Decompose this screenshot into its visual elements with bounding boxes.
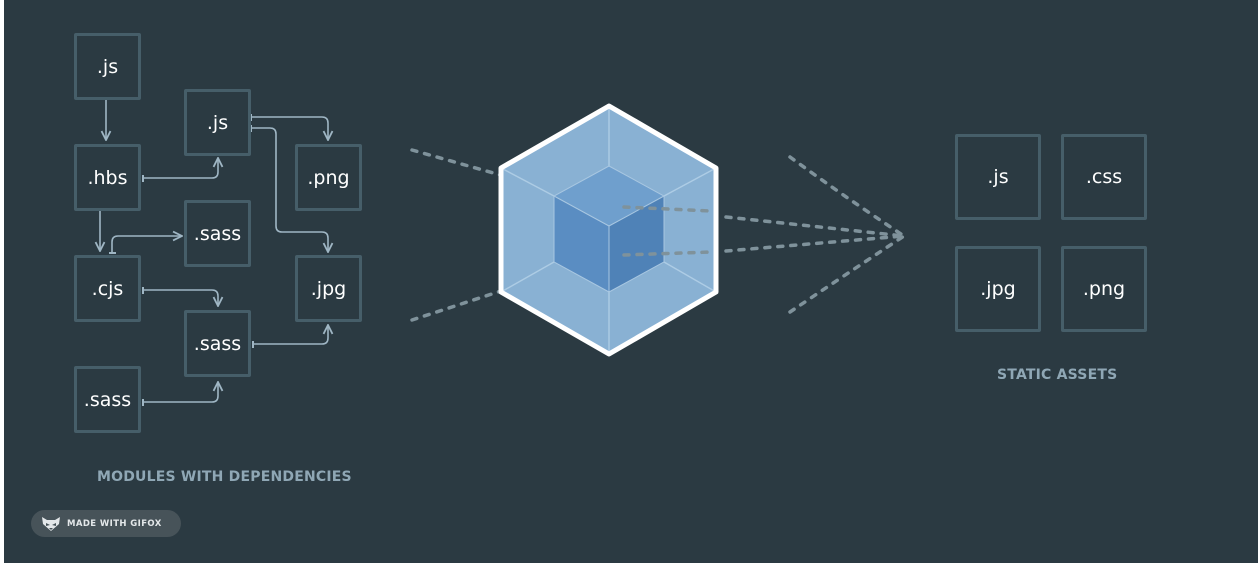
- gifox-badge[interactable]: MADE WITH GIFOX: [31, 510, 181, 537]
- arrow-cjs-to-sass: [111, 236, 182, 254]
- arrow-cjs-to-sass-low: [144, 289, 218, 306]
- module-cjs: .cjs: [74, 255, 141, 322]
- arrow-hbs-to-js: [144, 158, 218, 179]
- module-js-mid: .js: [184, 89, 251, 156]
- asset-png: .png: [1061, 246, 1147, 332]
- flow-lines-in: [410, 148, 506, 322]
- flow-lines-out: [724, 155, 906, 314]
- module-js-top: .js: [74, 33, 141, 100]
- module-jpg: .jpg: [295, 255, 362, 322]
- module-hbs: .hbs: [74, 144, 141, 211]
- module-png: .png: [295, 144, 362, 211]
- asset-js: .js: [955, 134, 1041, 220]
- arrow-sass-to-jpg: [254, 325, 328, 345]
- module-sass-bottom: .sass: [74, 366, 141, 433]
- modules-caption: MODULES WITH DEPENDENCIES: [97, 469, 352, 485]
- arrow-sass-bottom-to-sass: [144, 382, 218, 403]
- arrow-js-to-png: [252, 116, 328, 140]
- module-sass-low: .sass: [184, 310, 251, 377]
- webpack-cube-icon: [498, 103, 719, 357]
- asset-jpg: .jpg: [955, 246, 1041, 332]
- arrow-js-to-jpg: [252, 127, 328, 252]
- assets-caption: STATIC ASSETS: [997, 367, 1118, 383]
- webpack-diagram: .js .js .hbs .png .sass .cjs .jpg .sass …: [4, 0, 1258, 563]
- gifox-label: MADE WITH GIFOX: [67, 518, 162, 529]
- module-sass-mid: .sass: [184, 200, 251, 267]
- flow-lines-through: [622, 205, 713, 257]
- asset-css: .css: [1061, 134, 1147, 220]
- bundler-graphic: [410, 103, 906, 357]
- dependency-arrows: [4, 100, 1258, 406]
- fox-icon: [42, 516, 60, 531]
